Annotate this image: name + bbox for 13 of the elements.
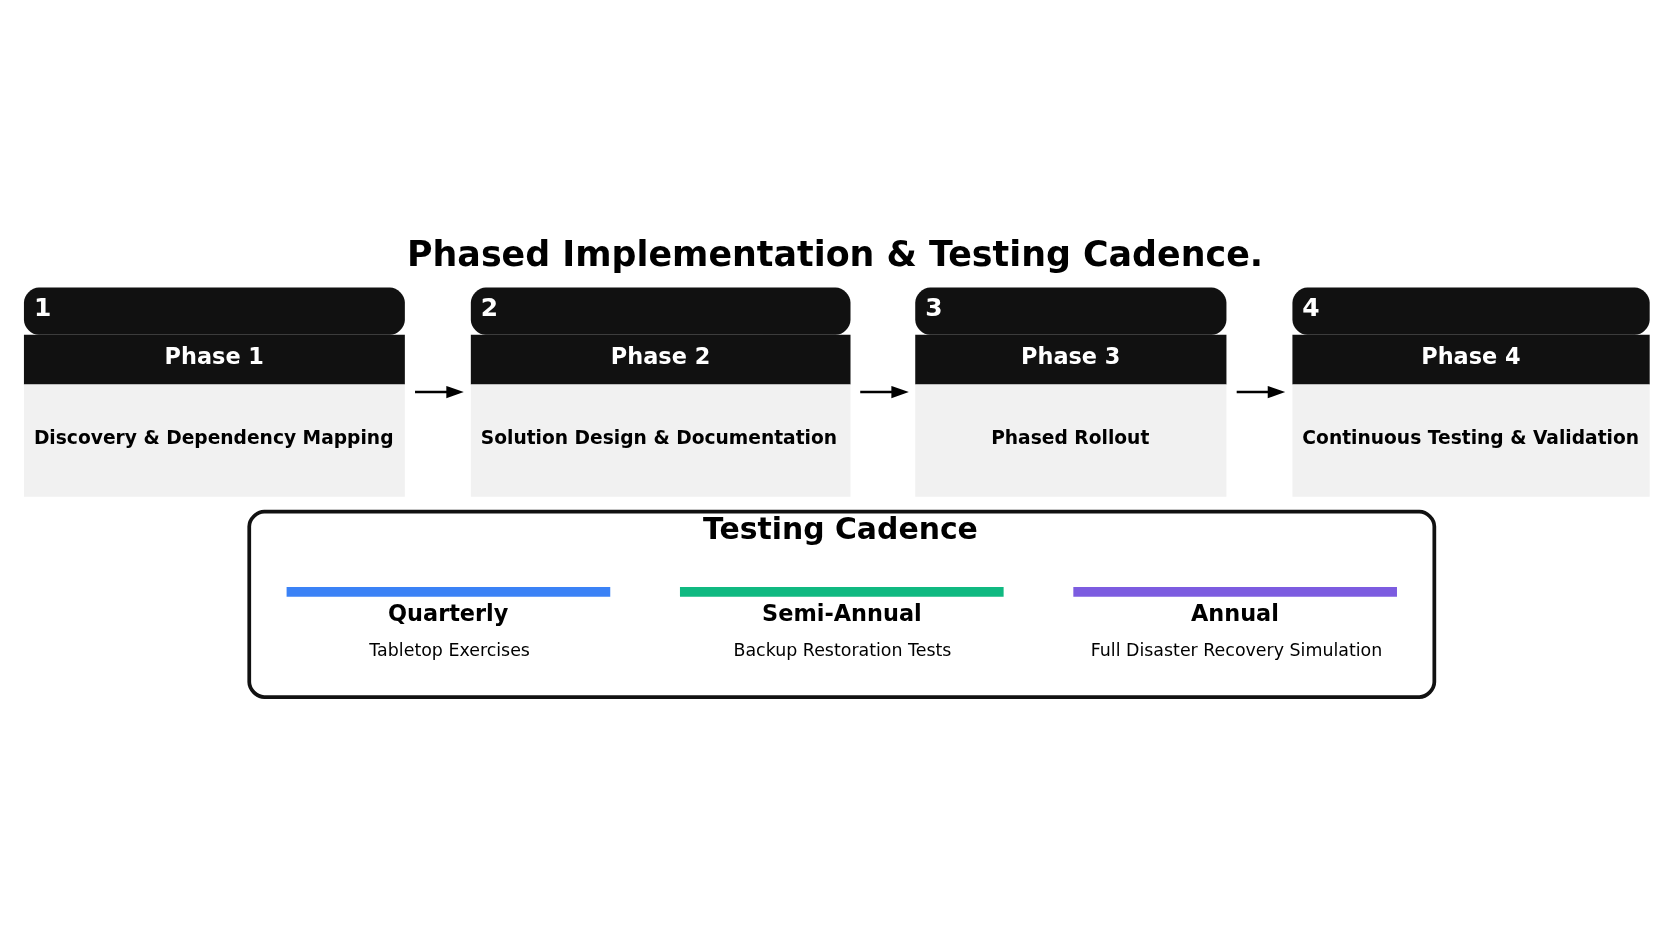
diagram-title: Phased Implementation & Testing Cadence. bbox=[406, 233, 1263, 274]
node-label: Backup Restoration Tests bbox=[732, 639, 951, 660]
node-label: Annual bbox=[1190, 600, 1279, 626]
arrow bbox=[414, 385, 464, 399]
node-box bbox=[1072, 586, 1397, 597]
node-label: Semi-Annual bbox=[761, 600, 922, 626]
node-label: Tabletop Exercises bbox=[368, 639, 530, 660]
arrow bbox=[859, 385, 909, 399]
node-label: Full Disaster Recovery Simulation bbox=[1090, 639, 1382, 660]
node-box bbox=[679, 586, 1004, 597]
node-label: Quarterly bbox=[387, 600, 508, 626]
arrow bbox=[1236, 385, 1285, 399]
node-box bbox=[286, 586, 610, 597]
